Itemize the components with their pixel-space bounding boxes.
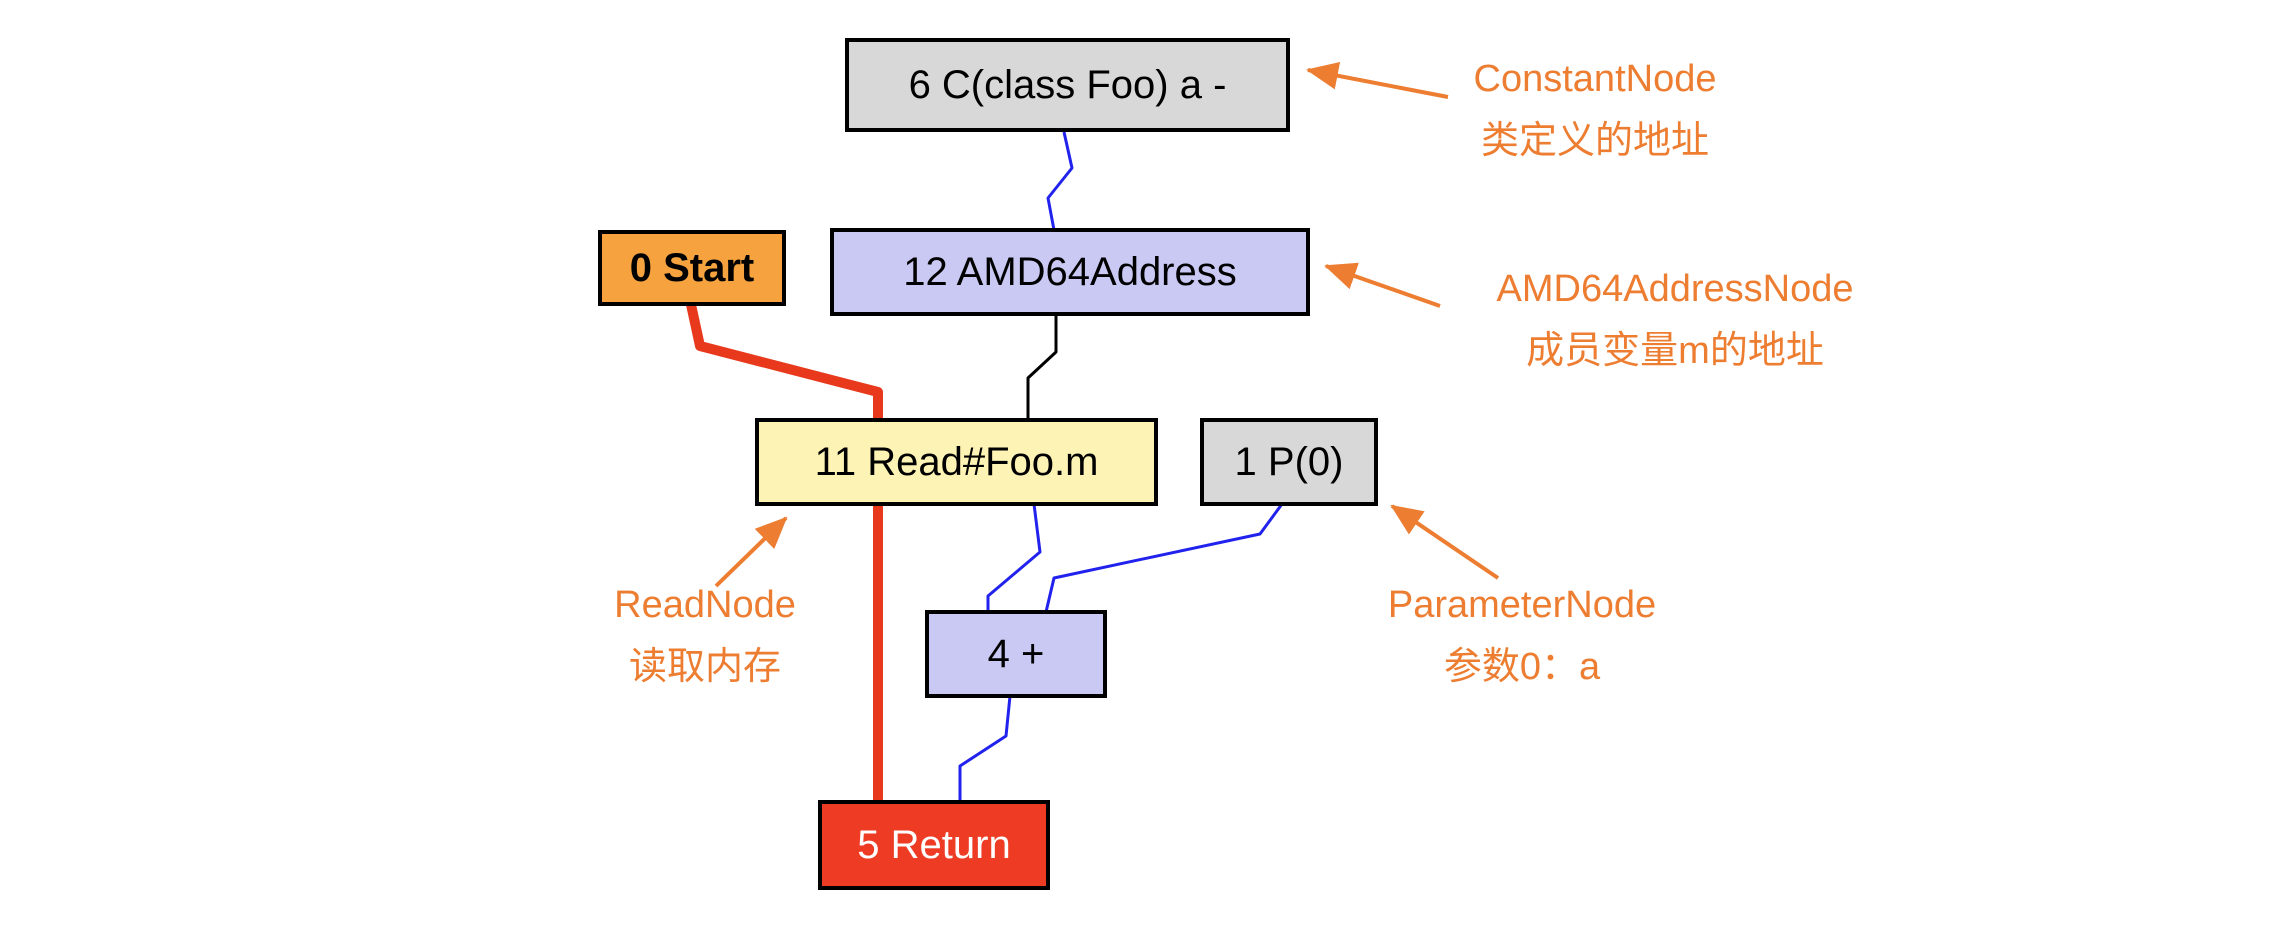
annotation-read-line1: ReadNode bbox=[614, 584, 796, 626]
annotation-address-line1: AMD64AddressNode bbox=[1496, 268, 1854, 310]
edge-add-to-return bbox=[958, 695, 1012, 802]
annotation-param-line2: 参数0：a bbox=[1443, 646, 1601, 688]
node-parameter: 1 P(0) bbox=[1200, 418, 1378, 506]
edge-read-to-add bbox=[986, 503, 1042, 612]
pointer-arrow-constant bbox=[1306, 61, 1449, 99]
annotation-param-line1: ParameterNode bbox=[1387, 584, 1657, 626]
annotation-address: AMD64AddressNode 成员变量m的地址 bbox=[1435, 258, 1915, 382]
annotation-read-line2: 读取内存 bbox=[628, 646, 781, 688]
annotation-param: ParameterNode 参数0：a bbox=[1337, 574, 1707, 698]
node-amd64address-label: 12 AMD64Address bbox=[903, 249, 1237, 294]
edge-start-to-return bbox=[685, 295, 883, 807]
annotation-address-line2: 成员变量m的地址 bbox=[1526, 330, 1824, 372]
annotation-constant-line2: 类定义的地址 bbox=[1480, 120, 1709, 162]
node-constant: 6 C(class Foo) a - bbox=[845, 38, 1290, 132]
node-return: 5 Return bbox=[818, 800, 1050, 890]
node-read-label: 11 Read#Foo.m bbox=[814, 439, 1099, 484]
node-add: 4 + bbox=[925, 610, 1107, 698]
annotation-constant-line1: ConstantNode bbox=[1473, 58, 1717, 100]
edge-address-to-read bbox=[1026, 314, 1058, 420]
node-amd64address: 12 AMD64Address bbox=[830, 228, 1310, 316]
pointer-arrow-read bbox=[714, 516, 788, 588]
node-start: 0 Start bbox=[598, 230, 786, 306]
node-return-label: 5 Return bbox=[857, 822, 1011, 867]
pointer-arrow-param bbox=[1390, 504, 1500, 580]
annotation-read: ReadNode 读取内存 bbox=[560, 574, 850, 698]
node-parameter-label: 1 P(0) bbox=[1234, 439, 1344, 484]
node-read: 11 Read#Foo.m bbox=[755, 418, 1158, 506]
node-add-label: 4 + bbox=[987, 631, 1045, 676]
pointer-arrow-address bbox=[1324, 262, 1441, 308]
edge-param-to-add bbox=[1044, 503, 1284, 613]
annotation-constant: ConstantNode 类定义的地址 bbox=[1395, 48, 1795, 172]
edge-constant-to-address bbox=[1046, 131, 1074, 231]
node-constant-label: 6 C(class Foo) a - bbox=[908, 62, 1227, 107]
node-start-label: 0 Start bbox=[629, 245, 755, 290]
